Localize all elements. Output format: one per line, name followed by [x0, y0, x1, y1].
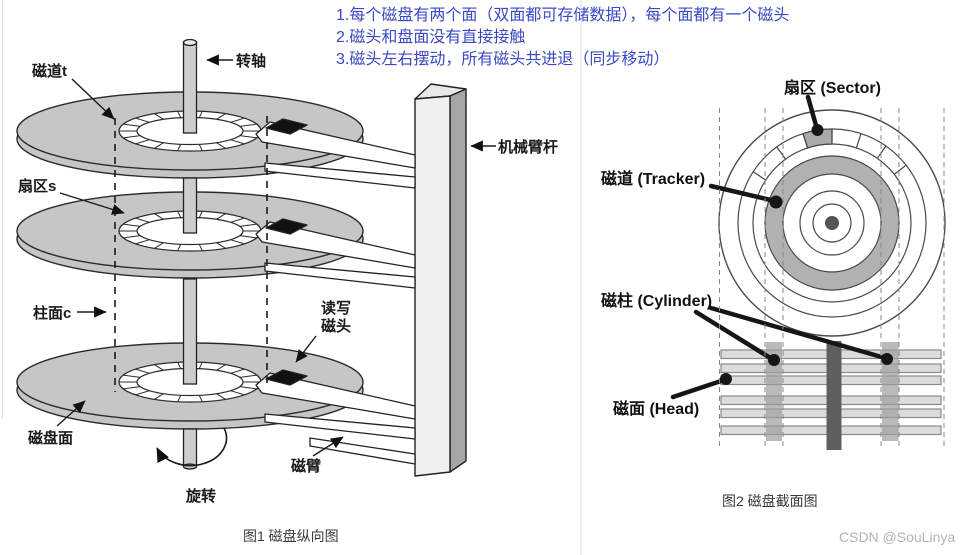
label-sector-en: 扇区 (Sector) [784, 78, 881, 97]
spindle-column [826, 341, 842, 450]
label-disk-surface: 磁盘面 [28, 429, 73, 447]
figure1-caption: 图1 磁盘纵向图 [243, 528, 339, 544]
note-line-3: 3.磁头左右摆动，所有磁头共进退（同步移动） [336, 51, 670, 68]
figure1-diagram: 磁道t 转轴 扇区s 柱面c 机械臂杆 读写 磁头 磁盘面 旋转 磁臂 [16, 38, 558, 505]
label-spindle: 转轴 [236, 52, 266, 70]
label-sector: 扇区s [18, 177, 56, 195]
label-rotation: 旋转 [185, 487, 216, 505]
label-arm: 磁臂 [291, 457, 321, 475]
label-rw-head-2: 磁头 [321, 317, 351, 335]
sector-divisions [752, 129, 907, 181]
rotation-arrow [156, 427, 228, 467]
pointer-dots [720, 124, 893, 385]
platter-stack [16, 91, 416, 440]
extra-arm [309, 437, 416, 465]
label-head-en: 磁面 (Head) [613, 399, 699, 418]
label-track: 磁道t [32, 62, 67, 80]
label-actuator-rod: 机械臂杆 [498, 138, 558, 156]
figure2-diagram: 扇区 (Sector) 磁道 (Tracker) 磁柱 (Cylinder) 磁… [601, 78, 946, 450]
label-cylinder: 柱面c [33, 304, 71, 322]
note-line-1: 1.每个磁盘有两个面（双面都可存储数据），每个面都有一个磁头 [336, 7, 790, 24]
label-rw-head-1: 读写 [321, 299, 351, 317]
track-ring [765, 156, 899, 290]
actuator-pillar [414, 83, 467, 477]
cylinder-columns [766, 341, 899, 450]
watermark: CSDN @SouLinya [839, 529, 956, 545]
cylinder-dashed-lines [114, 116, 268, 392]
figure2-caption: 图2 磁盘截面图 [722, 493, 818, 509]
label-cylinder-en: 磁柱 (Cylinder) [601, 291, 712, 310]
figure2-pointers [670, 94, 888, 400]
study-notes: 1.每个磁盘有两个面（双面都可存储数据），每个面都有一个磁头 2.磁头和盘面没有… [336, 5, 951, 71]
label-track-en: 磁道 (Tracker) [601, 169, 705, 188]
hub-dot [825, 216, 839, 230]
projection-dashed-lines [719, 108, 945, 447]
figure1-arrows [56, 54, 496, 457]
note-line-2: 2.磁头和盘面没有直接接触 [336, 29, 526, 46]
